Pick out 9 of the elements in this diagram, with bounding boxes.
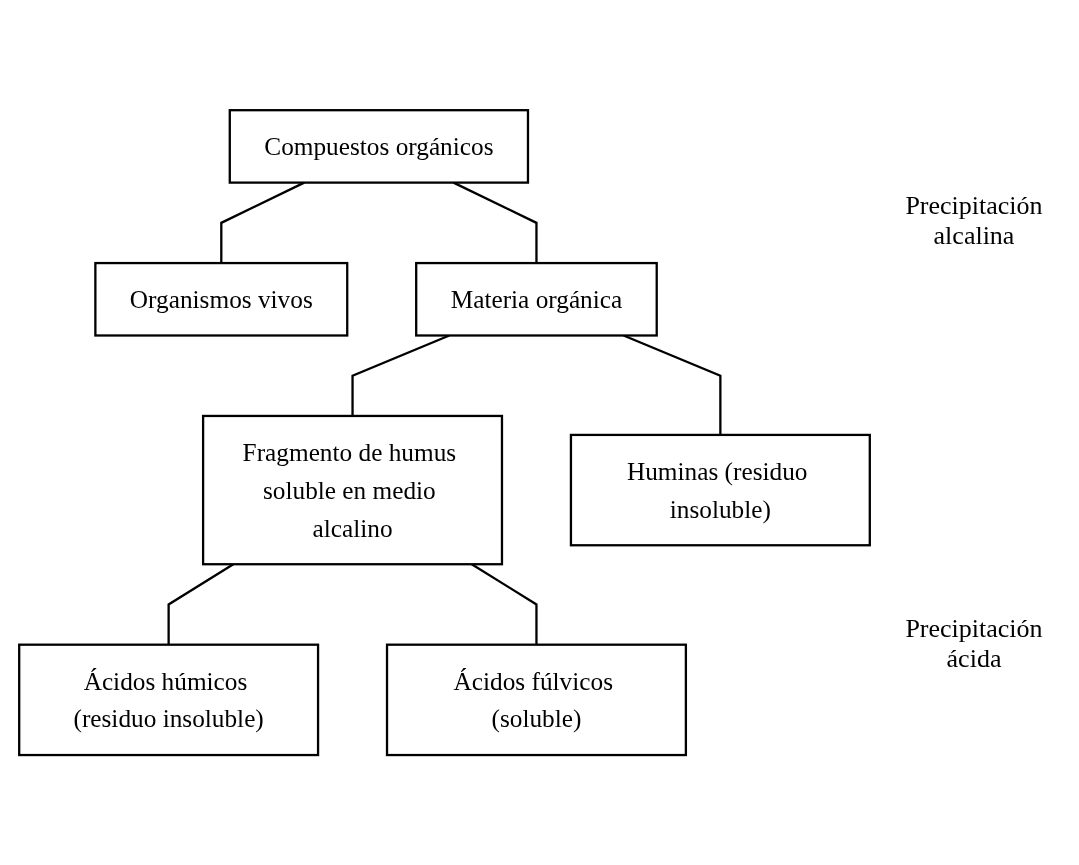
node-box: Fragmento de humus soluble en medio alcalino: [201, 414, 504, 566]
note-text: Precipitación ácida: [904, 613, 1044, 674]
node-box: Huminas (residuo insoluble): [569, 433, 871, 547]
node-box: Compuestos orgánicos: [228, 108, 530, 184]
node-box: Organismos vivos: [94, 261, 349, 337]
node-box: Materia orgánica: [415, 261, 658, 337]
note-text: Precipitación alcalina: [904, 191, 1044, 252]
node-box: Ácidos fúlvicos (soluble): [385, 643, 688, 757]
node-box: Ácidos húmicos (residuo insoluble): [18, 643, 320, 757]
